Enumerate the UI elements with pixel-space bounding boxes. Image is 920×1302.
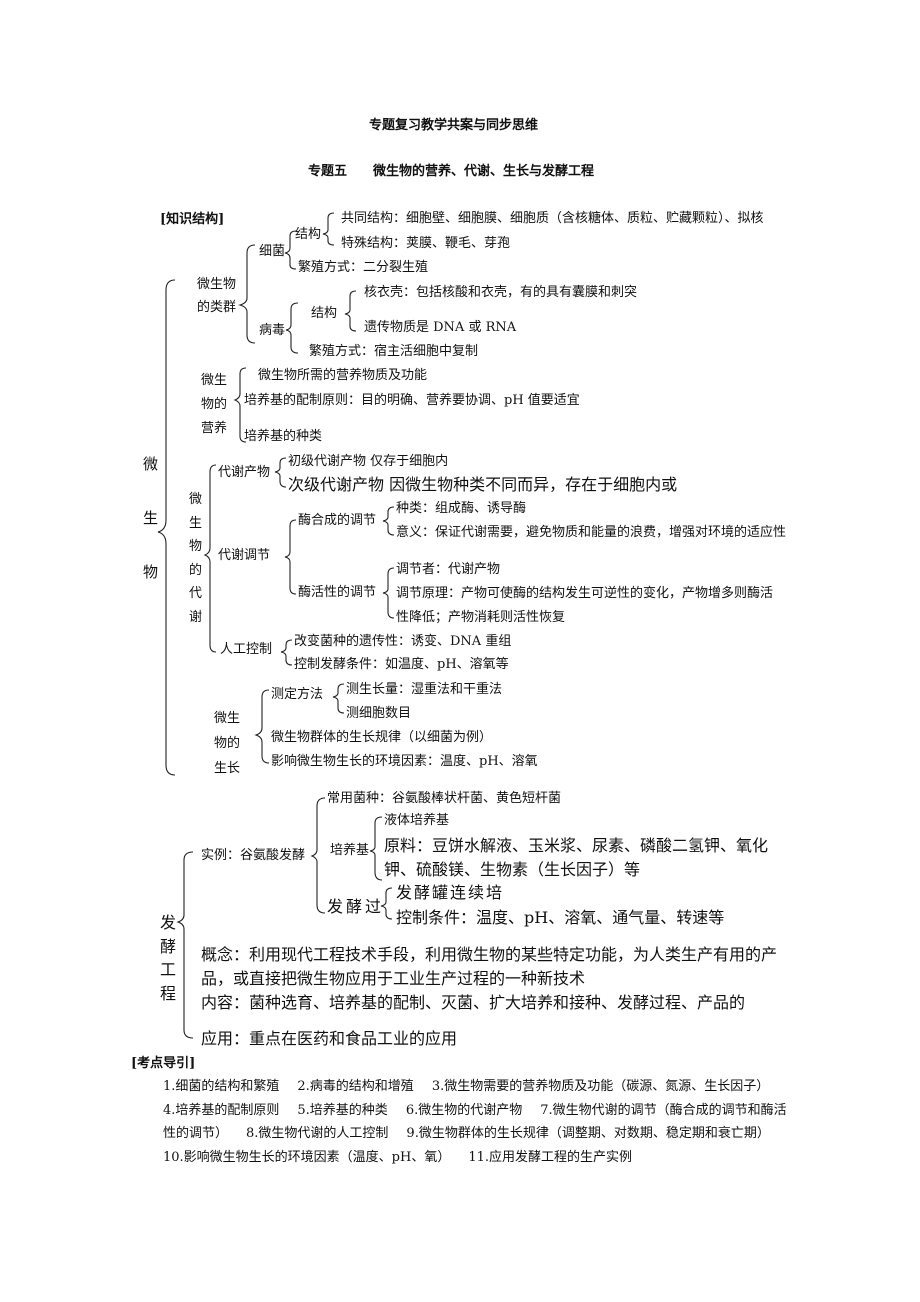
guide-item: 2.病毒的结构和增殖 bbox=[297, 1079, 414, 1094]
brace-enzyme-synthesis bbox=[382, 506, 395, 536]
section-guide-heading: [考点导引] bbox=[131, 1056, 196, 1071]
brace-artificial bbox=[280, 639, 293, 666]
enzyme-meaning: 意义：保证代谢需要，避免物质和能量的浪费，增强对环境的适应性 bbox=[396, 525, 787, 540]
brace-regulation bbox=[284, 519, 297, 595]
measure-item-2: 测细胞数目 bbox=[346, 706, 412, 721]
page-subtitle: 专题五 微生物的营养、代谢、生长与发酵工程 bbox=[308, 164, 595, 179]
activity-principle: 调节原理：产物可使酶的结构发生可逆性的变化，产物增多则酶活 bbox=[396, 586, 774, 601]
primary-products: 初级代谢产物 仅存于细胞内 bbox=[288, 454, 449, 469]
virus-label: 病毒 bbox=[259, 323, 286, 338]
measure-label: 测定方法 bbox=[271, 687, 324, 702]
ferm-control: 控制条件：温度、pH、溶氧、通气量、转速等 bbox=[396, 908, 725, 927]
guide-item: 1.细菌的结构和繁殖 bbox=[163, 1079, 280, 1094]
virus-reproduction: 繁殖方式：宿主活细胞中复制 bbox=[309, 344, 479, 359]
special-structure: 特殊结构：荚膜、鞭毛、芽孢 bbox=[341, 236, 511, 251]
brace-measure bbox=[332, 683, 345, 714]
brace-virus bbox=[285, 302, 299, 354]
ferm-concept-2: 品，或直接把微生物应用于工业生产过程的一种新技术 bbox=[201, 969, 586, 988]
brace-growth bbox=[254, 689, 270, 764]
growth-law: 微生物群体的生长规律（以细菌为例） bbox=[271, 730, 493, 745]
ferm-tank: 发酵罐连续培 bbox=[396, 883, 505, 902]
nutrition-item-1: 微生物所需的营养物质及功能 bbox=[258, 368, 428, 383]
brace-enzyme-activity bbox=[382, 567, 395, 619]
ferm-root-label: 发酵工程 bbox=[160, 913, 177, 1003]
regulation-label: 代谢调节 bbox=[218, 548, 271, 563]
enzyme-activity-label: 酶活性的调节 bbox=[298, 585, 377, 600]
guide-item: 9.微生物群体的生长规律（调整期、对数期、稳定期和衰亡期） bbox=[406, 1126, 770, 1141]
microbe-root-label: 微生物 bbox=[143, 437, 159, 599]
metabolism-label: 微生物的代谢 bbox=[189, 492, 203, 625]
brace-microbe bbox=[157, 279, 176, 776]
ferm-content: 内容：菌种选育、培养基的配制、灭菌、扩大培养和接种、发酵过程、产品的 bbox=[201, 993, 746, 1012]
page-title: 专题复习教学共案与同步思维 bbox=[369, 118, 539, 133]
brace-example bbox=[310, 797, 326, 914]
nutrition-item-3: 培养基的种类 bbox=[244, 429, 323, 444]
growth-factors: 影响微生物生长的环境因素：温度、pH、溶氧 bbox=[271, 754, 538, 769]
measure-item-1: 测生长量：湿重法和干重法 bbox=[346, 682, 503, 697]
bacteria-reproduction: 繁殖方式：二分裂生殖 bbox=[298, 260, 429, 275]
growth-label: 微生物的生长 bbox=[214, 711, 241, 776]
ferm-example: 实例：谷氨酸发酵 bbox=[201, 848, 306, 863]
ferm-medium-label: 培养基 bbox=[330, 843, 370, 858]
bacteria-structure-label: 结构 bbox=[295, 227, 322, 242]
guide-item: 10.影响微生物生长的环境因素（温度、pH、氧） bbox=[163, 1149, 451, 1165]
guide-item: 6.微生物的代谢产物 bbox=[405, 1102, 523, 1118]
virus-structure-label: 结构 bbox=[311, 306, 338, 321]
nutrition-item-2: 培养基的配制原则：目的明确、营养要协调、pH 值要适宜 bbox=[244, 393, 580, 408]
guide-item: 5.培养基的种类 bbox=[297, 1102, 388, 1118]
section-knowledge-heading: [知识结构] bbox=[160, 212, 225, 227]
artificial-item-2: 控制发酵条件：如温度、pH、溶氧等 bbox=[294, 657, 509, 672]
guide-item: 3.微生物需要的营养物质及功能（碳源、氮源、生长因子） bbox=[431, 1079, 770, 1094]
ferm-process-label: 发酵过 bbox=[327, 897, 385, 916]
brace-ferm bbox=[176, 851, 194, 1039]
guide-list: 1.细菌的结构和繁殖 2.病毒的结构和增殖 3.微生物需要的营养物质及功能（碳源、氮… bbox=[163, 1075, 795, 1169]
products-label: 代谢产物 bbox=[218, 465, 271, 480]
brace-medium bbox=[369, 816, 383, 881]
activity-decrease: 性降低；产物消耗则活性恢复 bbox=[396, 610, 566, 625]
ferm-raw-materials-1: 原料：豆饼水解液、玉米浆、尿素、磷酸二氢钾、氧化 bbox=[384, 836, 769, 855]
ferm-application: 应用：重点在医药和食品工业的应用 bbox=[201, 1029, 458, 1048]
activity-regulator: 调节者：代谢产物 bbox=[396, 562, 501, 577]
artificial-control-label: 人工控制 bbox=[220, 642, 273, 657]
guide-item: 4.培养基的配制原则 bbox=[163, 1102, 280, 1118]
guide-item: 11.应用发酵工程的生产实例 bbox=[468, 1149, 633, 1165]
enzyme-synthesis-label: 酶合成的调节 bbox=[298, 513, 377, 528]
guide-item: 8.微生物代谢的人工控制 bbox=[246, 1126, 389, 1141]
ferm-raw-materials-2: 钾、硫酸镁、生物素（生长因子）等 bbox=[384, 860, 641, 879]
ferm-concept-1: 概念：利用现代工程技术手段，利用微生物的某些特定功能，为人类生产有用的产 bbox=[201, 945, 778, 964]
guide-item: 7.微生物代谢的调节（酶合成的调节和酶活性的调节） bbox=[163, 1102, 787, 1142]
groups-label: 微生物的类群 bbox=[197, 277, 237, 315]
capsid-text: 核衣壳：包括核酸和衣壳，有的具有囊膜和刺突 bbox=[364, 285, 638, 300]
nutrition-label: 微生物的营养 bbox=[201, 373, 228, 436]
enzyme-kinds: 种类：组成酶、诱导酶 bbox=[396, 501, 527, 516]
artificial-item-1: 改变菌种的遗传性：诱变、DNA 重组 bbox=[294, 634, 512, 649]
brace-groups bbox=[238, 244, 256, 344]
microbe-root-text: 微生物 bbox=[143, 455, 159, 581]
ferm-strain: 常用菌种：谷氨酸棒状杆菌、黄色短杆菌 bbox=[327, 791, 562, 806]
genetic-material: 遗传物质是 DNA 或 RNA bbox=[364, 320, 517, 335]
brace-structure bbox=[322, 212, 335, 246]
secondary-products: 次级代谢产物 因微生物种类不同而异，存在于细胞内或 bbox=[288, 475, 678, 494]
ferm-liquid-medium: 液体培养基 bbox=[384, 813, 450, 828]
brace-metabolism bbox=[203, 464, 217, 653]
bacteria-label: 细菌 bbox=[259, 244, 286, 259]
brace-products bbox=[274, 457, 287, 488]
brace-virus-structure bbox=[344, 290, 357, 332]
common-structure: 共同结构：细胞壁、细胞膜、细胞质（含核糖体、质粒、贮藏颗粒）、拟核 bbox=[341, 211, 764, 226]
